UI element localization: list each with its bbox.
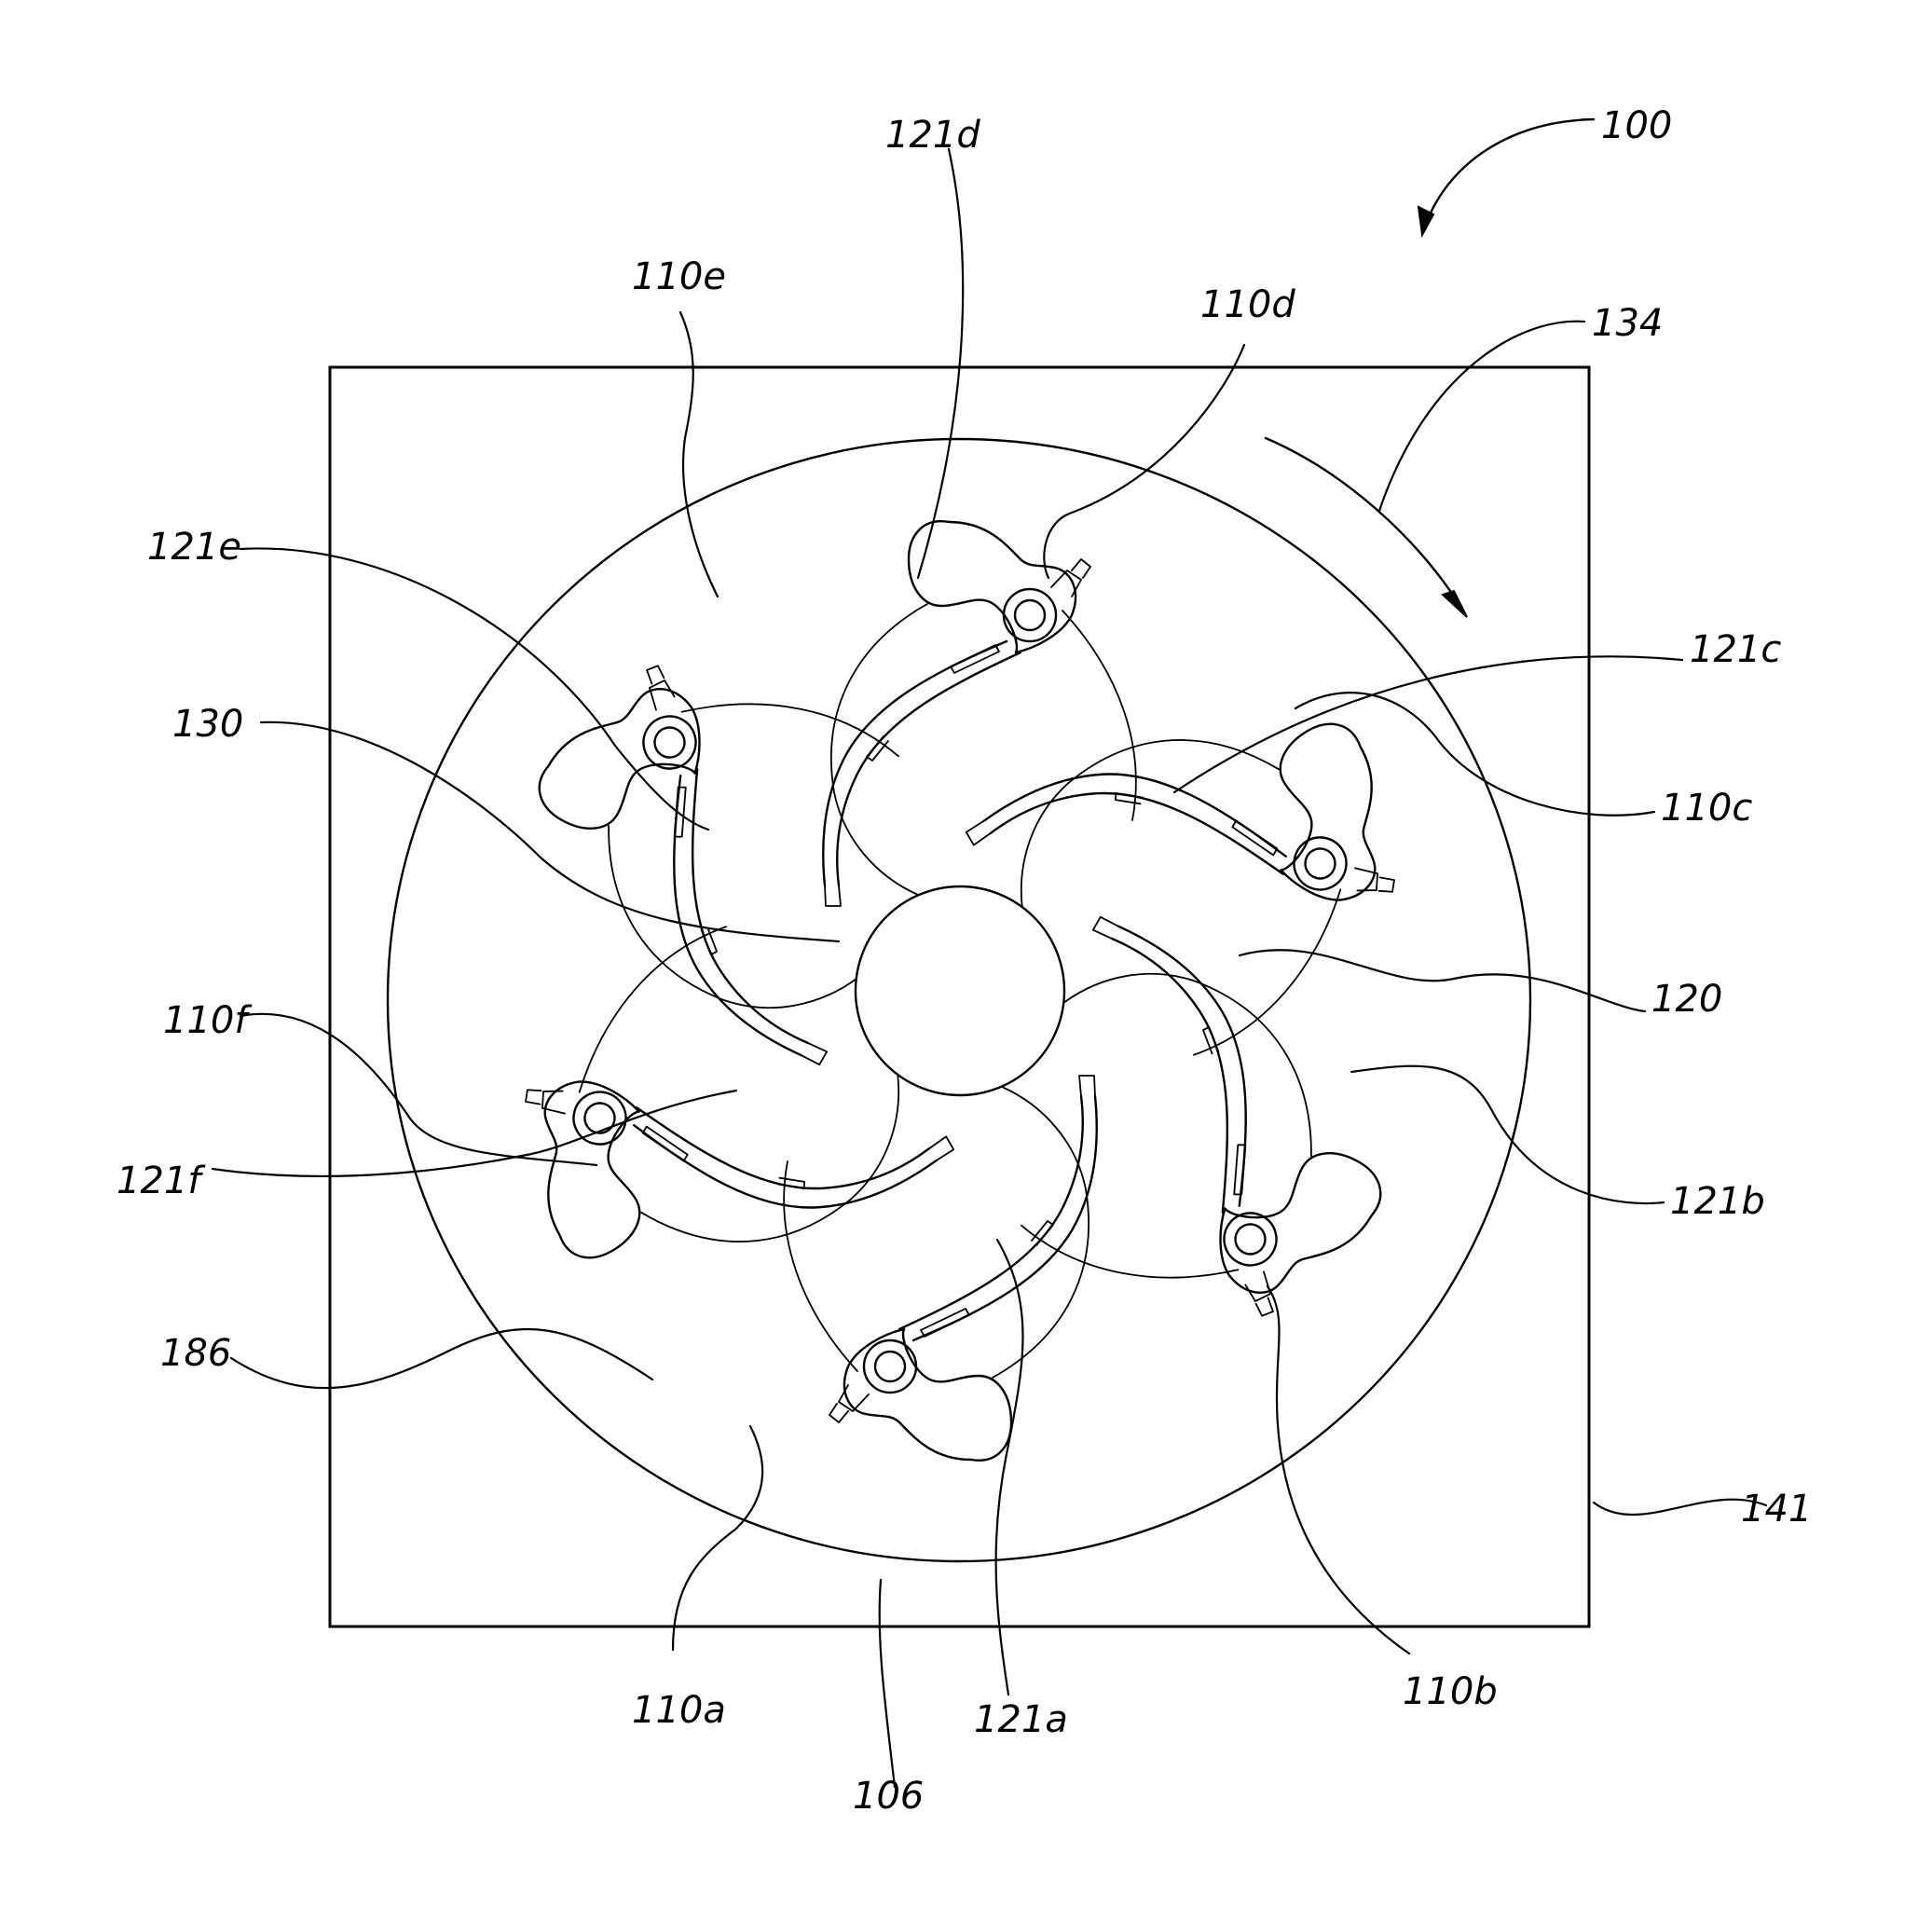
arm-110a: [823, 521, 1136, 906]
square-frame: [330, 367, 1589, 1627]
label-186: 186: [160, 1332, 231, 1375]
label-100: 100: [1601, 104, 1672, 147]
outer-disk: [388, 439, 1530, 1561]
label-121d: 121d: [885, 114, 980, 157]
label-141: 141: [1741, 1488, 1812, 1531]
label-110a: 110a: [632, 1689, 726, 1732]
label-110e: 110e: [632, 255, 726, 298]
leader-lines: [212, 149, 1766, 1787]
label-110c: 110c: [1661, 787, 1752, 830]
label-110b: 110b: [1403, 1670, 1498, 1713]
arm-110f: [485, 604, 974, 1067]
central-hub: [856, 886, 1064, 1095]
label-121a: 121a: [974, 1698, 1068, 1741]
label-134: 134: [1592, 302, 1663, 345]
label-121c: 121c: [1690, 628, 1781, 671]
label-121e: 121e: [147, 526, 241, 569]
label-120: 120: [1651, 978, 1722, 1021]
label-106: 106: [853, 1775, 924, 1818]
label-130: 130: [172, 703, 243, 746]
label-121b: 121b: [1670, 1180, 1765, 1223]
arm-110c: [945, 914, 1434, 1378]
label-121f: 121f: [116, 1160, 206, 1202]
arm-110d: [784, 1076, 1097, 1461]
label-110d: 110d: [1200, 283, 1295, 326]
rotation-arrow: [1266, 438, 1467, 617]
assembly-arrow: [1418, 119, 1594, 235]
label-110f: 110f: [163, 999, 253, 1042]
